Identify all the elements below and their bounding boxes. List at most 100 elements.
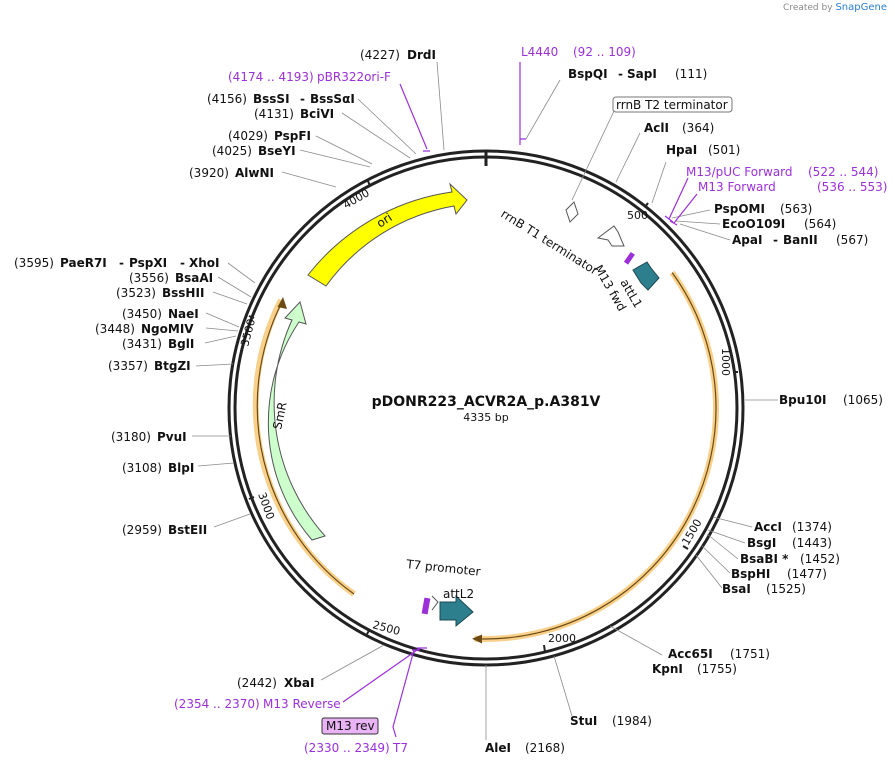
pspxi-label[interactable]: PspXI [129, 256, 167, 270]
m13puc-label[interactable]: M13/pUC Forward [686, 165, 793, 179]
t7-label[interactable]: T7 [392, 741, 408, 755]
bsai-label[interactable]: BsaI [722, 582, 751, 596]
m13puc-range: (522 .. 544) [808, 165, 878, 179]
bseyi-label[interactable]: BseYI [258, 144, 296, 158]
tick-1000: 1000 [719, 348, 732, 376]
apai-label[interactable]: ApaI [732, 233, 762, 247]
acci-pos: (1374) [792, 520, 832, 534]
attl1-feature [632, 261, 660, 291]
hpai-label[interactable]: HpaI [666, 143, 697, 157]
m13r-label[interactable]: M13 Reverse [263, 697, 341, 711]
paer7i-label[interactable]: PaeR7I [60, 256, 107, 270]
alei-label[interactable]: AleI [485, 741, 511, 755]
apai-pos: (567) [836, 233, 868, 247]
pspfi-label[interactable]: PspFI [274, 129, 311, 143]
bsshii-label[interactable]: BssHII [162, 286, 204, 300]
pspfi-pos: (4029) [228, 129, 268, 143]
rrnb-t1-label: rrnB T1 terminator [498, 207, 600, 278]
xbai-pos: (2442) [237, 676, 277, 690]
orf-arc-left-arrowhead [277, 297, 287, 309]
plasmid-name: pDONR223_ACVR2A_p.A381V [372, 394, 601, 410]
apai-sep: - [773, 233, 778, 247]
sapi-label[interactable]: SapI [627, 67, 657, 81]
acci-label[interactable]: AccI [754, 520, 782, 534]
m13f-label[interactable]: M13 Forward [698, 180, 776, 194]
bpu10i-label[interactable]: Bpu10I [779, 393, 826, 407]
stui-label[interactable]: StuI [570, 714, 597, 728]
bgli-label[interactable]: BglI [168, 337, 194, 351]
bsteii-label[interactable]: BstEII [168, 523, 207, 537]
drdi-label[interactable]: DrdI [407, 48, 436, 62]
bsphi-pos: (1477) [787, 567, 827, 581]
attl2-feature [439, 594, 474, 628]
acc65i-label[interactable]: Acc65I [668, 647, 713, 661]
tick-mark-500 [644, 202, 649, 208]
bsshii-pos: (3523) [116, 286, 156, 300]
m13fwd-marker [623, 251, 635, 265]
m13rev-marker [421, 597, 431, 615]
ngomiv-label[interactable]: NgoMIV [141, 322, 194, 336]
pvui-label[interactable]: PvuI [157, 430, 187, 444]
bspqi-sep: - [618, 67, 623, 81]
alwni-label[interactable]: AlwNI [235, 166, 274, 180]
ori-feature [307, 182, 468, 287]
bcivi-pos: (4131) [254, 107, 294, 121]
attl2-label: attL2 [443, 587, 474, 601]
xhoi-label[interactable]: XhoI [189, 256, 220, 270]
bseyi-pos: (4025) [212, 144, 252, 158]
tick-500: 500 [627, 209, 648, 222]
alwni-pos: (3920) [189, 166, 229, 180]
pbr322-label[interactable]: pBR322ori-F [317, 70, 391, 84]
bsssi-sep: - [300, 92, 305, 106]
eco0109i-pos: (564) [804, 217, 836, 231]
t7-range: (2330 .. 2349) [304, 741, 390, 755]
bcivi-label[interactable]: BciVI [300, 107, 334, 121]
smr-label: SmR [270, 401, 289, 431]
hpai-pos: (501) [708, 143, 740, 157]
kpni-label[interactable]: KpnI [652, 662, 683, 676]
bsssai-label[interactable]: BssSαI [310, 92, 355, 106]
bsssi-label[interactable]: BssSI [253, 92, 290, 106]
blpi-label[interactable]: BlpI [168, 461, 194, 475]
bpu10i-pos: (1065) [843, 393, 883, 407]
rrnb-t2-label: rrnB T2 terminator [616, 98, 728, 112]
naei-label[interactable]: NaeI [168, 307, 199, 321]
ngomiv-pos: (3448) [95, 322, 135, 336]
pbr322-range: (4174 .. 4193) [228, 70, 314, 84]
m13rev-box-label: M13 rev [326, 719, 375, 733]
acli-label[interactable]: AclI [644, 121, 669, 135]
pspomi-pos: (563) [780, 202, 812, 216]
primer-markers [342, 62, 698, 738]
drdi-pos: (4227) [360, 48, 400, 62]
pspomi-label[interactable]: PspOMI [714, 202, 765, 216]
orf-arc-right-glow [474, 270, 719, 642]
banii-label[interactable]: BanII [783, 233, 818, 247]
l4440-label[interactable]: L4440 [521, 45, 558, 59]
tick-mark-3000 [248, 496, 255, 500]
xbai-label[interactable]: XbaI [284, 676, 314, 690]
paer7i-sep: - [119, 256, 124, 270]
eco0109i-label[interactable]: EcoO109I [722, 217, 785, 231]
m13r-range: (2354 .. 2370) [174, 697, 260, 711]
stui-pos: (1984) [612, 714, 652, 728]
acc65i-pos: (1751) [730, 647, 770, 661]
m13rev-box[interactable] [321, 717, 379, 735]
bssi-pos: (4156) [207, 92, 247, 106]
orf-arc-right [476, 272, 717, 640]
bsphi-label[interactable]: BspHI [731, 567, 770, 581]
bspqi-label[interactable]: BspQI [568, 67, 608, 81]
bsaai-pos: (3556) [129, 271, 169, 285]
kpni-pos: (1755) [697, 662, 737, 676]
credit-prefix: Created by [783, 3, 833, 13]
tick-mark-2500 [366, 628, 371, 635]
tick-mark-3500 [248, 315, 255, 319]
btgzi-label[interactable]: BtgZI [154, 359, 191, 373]
bsai-pos: (1525) [766, 582, 806, 596]
tick-2000: 2000 [548, 632, 576, 645]
rrnb-t2-leader [571, 110, 615, 201]
blpi-pos: (3108) [122, 461, 162, 475]
bsaai-label[interactable]: BsaAI [175, 271, 213, 285]
bsgi-label[interactable]: BsgI [747, 536, 776, 550]
tick-mark-2000 [543, 644, 546, 653]
bsabi-label[interactable]: BsaBI * [740, 552, 789, 566]
